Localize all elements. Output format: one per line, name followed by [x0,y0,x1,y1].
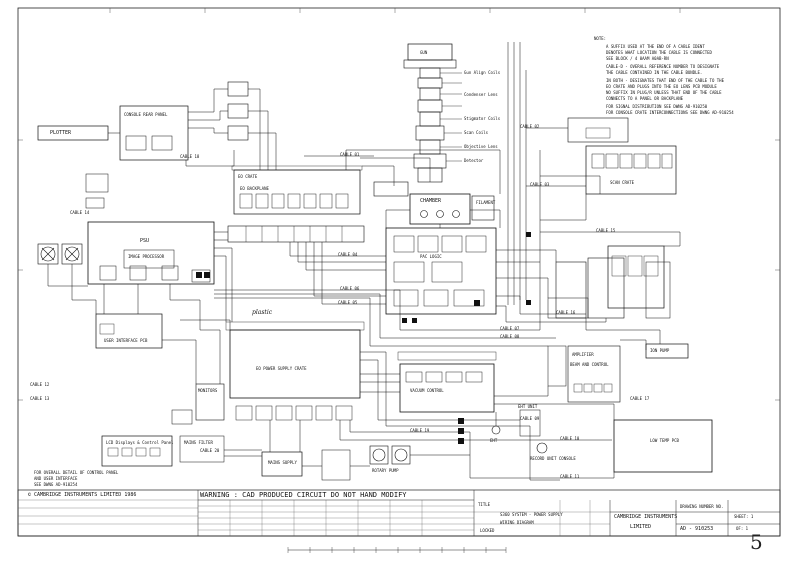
ion-pump-box [645,343,689,359]
cable-label: CABLE 04 [338,252,358,257]
cable-label: CABLE 20 [200,448,220,453]
eo-power-supply-label: EO POWER SUPPLY CRATE [256,366,307,371]
cable-label: CABLE 07 [500,326,520,331]
ion-pump-label: ION PUMP [650,348,670,353]
cable-label: CABLE 14 [70,210,90,215]
warning-text: WARNING : CAD PRODUCED CIRCUIT DO NOT HA… [200,491,407,499]
cable-label: CABLE 13 [30,396,50,401]
cable-label: CABLE 09 [520,416,540,421]
mains-filter-label: MAINS FILTER [184,440,213,445]
note-line: FOR SIGNAL DISTRIBUTION SEE DWNG AD-9102… [606,104,708,109]
monitors-box [195,383,225,421]
vacuum-control-box [399,363,495,413]
of-label: OF: 1 [736,526,749,531]
column-label-5: Detector [464,158,484,163]
cable-label: CABLE 19 [410,428,430,433]
note-line: A SUFFIX USED AT THE END OF A CABLE IDEN… [606,44,705,49]
amplifier-label: AMPLIFIER [572,352,594,357]
column-box [407,43,453,61]
column-label-1: Condenser Lens [464,92,498,97]
handwritten-note: plastic [252,309,273,316]
pac-logic-box [385,227,497,315]
note-line: NO SUFFIX IN PLUG/R UNLESS THAT END OF T… [606,90,722,95]
eo-power-supply-box [229,329,361,399]
footer-note: AND USER INTERFACE [34,476,78,481]
cable-label: CABLE 10 [560,436,580,441]
cable-label: CABLE 16 [556,310,576,315]
cable-label: CABLE 08 [500,334,520,339]
fan-icon [369,445,411,465]
eo-backplane-label: EO BACKPLANE [240,186,269,191]
company-line-2: LIMITED [630,524,652,530]
console-rear-panel-label: CONSOLE REAR PANEL [124,112,168,117]
record-unit-label: RECORD UNIT CONSOLE [530,456,576,461]
plotter-box [37,125,109,141]
drawing-number-label: DRAWING NUMBER NO. [680,504,724,509]
psu-box [87,221,215,285]
note-line: THE CABLE CONTAINED IN THE CABLE BUNDLE. [606,70,703,75]
note-line: CONNECTS TO A PANEL OR BACKPLANE [606,96,684,101]
cooling-fan-icon [37,243,83,265]
note-line: IN BOTH - DESIGNATES THAT END OF THE CAB… [606,78,725,83]
footer-note: FOR OVERALL DETAIL OF CONTROL PANEL [34,470,119,475]
note-line: DENOTES WHAT LOCATION THE CABLE IS CONNE… [606,50,712,55]
image-processor-label: IMAGE PROCESSOR [128,254,165,259]
note-line: EO CRATE AND PLUGS INTO THE EO LENS PCB … [606,84,717,89]
title-line-1: S360 SYSTEM - POWER SUPPLY [500,512,563,517]
cable-label: CABLE 17 [630,396,650,401]
cable-label: CABLE 02 [520,124,540,129]
low-temp-box [613,419,713,473]
user-interface-box [95,313,163,349]
vacuum-control-label: VACUUM CONTROL [410,388,444,393]
column-label: GUN [420,50,428,55]
cable-label: CABLE 15 [596,228,616,233]
note-line: CABLE-D - OVERALL REFERENCE NUMBER TO DE… [606,64,720,69]
cable-label: CABLE 18 [180,154,200,159]
sheet-label: SHEET: 1 [734,514,754,519]
beam-control-label: BEAM AND CONTROL [570,362,609,367]
pac-logic-label: PAC LOGIC [420,254,442,259]
page-number: 5 [750,530,763,554]
footer-note: SEE DWNG AD-910254 [34,482,78,487]
column-label-2: Stigmator Coils [464,116,501,121]
notes-heading: NOTE: [594,36,607,41]
title-label: TITLE [478,502,491,507]
psu-label: PSU [140,238,150,244]
column-label-4: Objective Lens [464,144,498,149]
eo-crate-label: EO CRATE [238,174,258,179]
column-label-3: Scan Coils [464,130,489,135]
cable-label: CABLE 03 [530,182,550,187]
note-line: FOR CONSOLE CRATE INTERCONNECTIONS SEE D… [606,110,734,115]
user-interface-label: USER INTERFACE PCB [104,338,148,343]
title-line-2: WIRING DIAGRAM [500,520,534,525]
note-line: SEE BLOCK / 4 0AAM A0AB-RN [606,56,669,61]
cable-label: CABLE 12 [30,382,50,387]
rotary-pump-label: ROTARY PUMP [372,468,399,473]
cable-label: CABLE 01 [340,152,360,157]
lcd-display-label: LCD Displays & Control Panel [106,440,174,445]
amplifier-box [567,345,621,403]
mains-supply-label: MAINS SUPPLY [268,460,297,465]
drawing-number: AD - 910253 [680,526,714,532]
column-label-0: Gun Align Coils [464,70,501,75]
cable-label: CABLE 05 [338,300,358,305]
scan-crate-label: SCAN CRATE [610,180,635,185]
mains-supply-box [261,451,303,477]
cable-label: CABLE 11 [560,474,580,479]
lcd-display-box [101,435,173,467]
company-line-1: CAMBRIDGE INSTRUMENTS [614,514,678,520]
eht-unit-label: EHT UNIT [518,404,538,409]
filament-label: FILAMENT [476,200,496,205]
cable-label: CABLE 06 [340,286,360,291]
copyright-text: © CAMBRIDGE INSTRUMENTS LIMITED 1986 [28,492,137,498]
revision-mark: LOCKED [480,528,495,533]
scan-crate-box [585,145,677,195]
plotter-label: PLOTTER [50,130,72,136]
low-temp-label: LOW TEMP PCB [650,438,679,443]
monitors-label: MONITORS [198,388,218,393]
eht-label: EHT [490,438,498,443]
beam-control-box [607,245,665,309]
chamber-label: CHAMBER [420,198,442,204]
